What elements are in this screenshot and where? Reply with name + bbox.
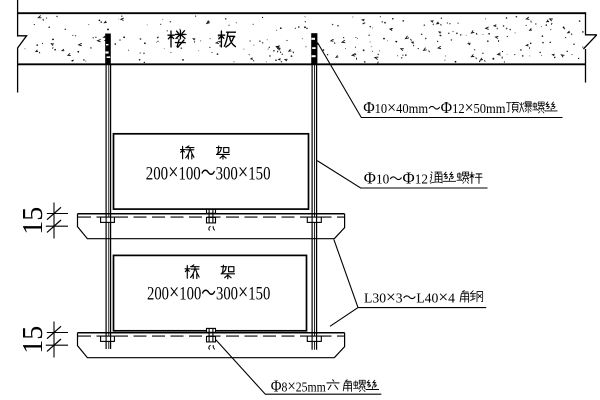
- svg-text:Φ10〜Φ12: Φ10〜Φ12: [364, 168, 428, 187]
- svg-text:15: 15: [18, 326, 49, 354]
- svg-text:15: 15: [18, 207, 49, 235]
- svg-text:L30×3〜L40×4: L30×3〜L40×4: [364, 288, 455, 307]
- svg-text:200×100〜300×150: 200×100〜300×150: [146, 160, 271, 185]
- svg-text:Φ10×40mm〜Φ12×50mm: Φ10×40mm〜Φ12×50mm: [363, 98, 506, 117]
- svg-text:200×100〜300×150: 200×100〜300×150: [147, 279, 270, 304]
- svg-text:Φ8×25mm: Φ8×25mm: [271, 377, 327, 396]
